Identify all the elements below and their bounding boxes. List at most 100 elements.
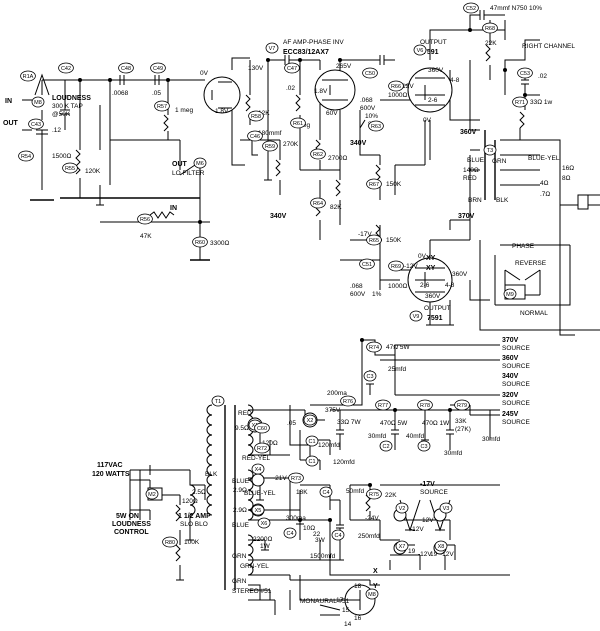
ref-circle xyxy=(366,341,382,353)
component-label: 40mfd xyxy=(406,433,424,440)
component-label: CONTROL xyxy=(114,529,149,536)
ref-circle xyxy=(395,502,409,514)
ref-designator: R77 xyxy=(375,399,391,411)
ref-designator: C46 xyxy=(247,130,263,142)
ref-circle xyxy=(409,310,423,322)
component-label: 1500Ω xyxy=(52,153,71,160)
component-label: BLUE xyxy=(467,157,485,164)
ref-circle xyxy=(211,395,225,407)
ref-circle xyxy=(359,258,375,270)
component-label: 4-8 xyxy=(445,282,455,289)
ref-circle xyxy=(251,504,265,516)
component-label: 22 xyxy=(313,531,321,538)
ref-circle xyxy=(366,488,382,500)
ref-designator: C1 xyxy=(305,455,319,467)
component-label: 2.5Ω xyxy=(192,489,206,496)
ref-circle xyxy=(340,395,356,407)
ref-circle xyxy=(417,399,433,411)
component-label: REVERSE xyxy=(515,260,547,267)
component-label: 120K xyxy=(85,168,101,175)
ref-text: R78 xyxy=(420,403,430,409)
component-label: 8Ω xyxy=(562,175,571,182)
component-label: .05 xyxy=(287,420,296,427)
component-label: IN xyxy=(170,205,177,212)
component-label: (27K) xyxy=(455,426,471,433)
component-label: 4-8 xyxy=(450,77,460,84)
ref-circle xyxy=(395,540,409,552)
component-label: 0V xyxy=(200,70,209,77)
ref-circle xyxy=(463,2,479,14)
ref-text: T1 xyxy=(215,399,221,405)
component-label: .0068 xyxy=(112,90,129,97)
ref-designator: R67 xyxy=(366,178,382,190)
ref-text: C3 xyxy=(366,374,373,380)
ref-text: R60 xyxy=(195,240,205,246)
component-label: 30mfd xyxy=(482,436,500,443)
ref-designator: T1 xyxy=(211,395,225,407)
ref-designator: R76 xyxy=(340,395,356,407)
component-label: 1 meg xyxy=(175,107,193,114)
component-label: 300 K TAP xyxy=(52,103,83,110)
ref-circle xyxy=(154,100,170,112)
ref-designator: R60 xyxy=(192,236,208,248)
ref-designator: R79 xyxy=(454,399,470,411)
component-label: 0V xyxy=(423,117,432,124)
component-label: -17V xyxy=(420,481,435,488)
component-label: 245V xyxy=(502,411,519,418)
ref-designator: M8 xyxy=(31,96,45,108)
ref-text: R67 xyxy=(369,182,379,188)
component-label: 22K xyxy=(385,492,397,499)
component-label: BLUE-YEL xyxy=(244,490,276,497)
ref-designator: C3 xyxy=(417,440,431,452)
component-label: 14 xyxy=(344,621,352,628)
ref-text: C52 xyxy=(466,6,476,12)
component-label: 18K xyxy=(296,489,308,496)
ref-text: C4 xyxy=(322,490,329,496)
ref-circle xyxy=(58,62,74,74)
component-label: 470Ω 5W xyxy=(380,420,408,427)
ref-designator: V6 xyxy=(413,44,427,56)
component-label: 1.8V xyxy=(314,88,328,95)
ref-circle xyxy=(247,130,263,142)
ref-circle xyxy=(254,422,270,434)
ref-circle xyxy=(310,197,326,209)
component-label: 340V xyxy=(350,140,367,147)
ref-circle xyxy=(20,70,36,82)
component-label: RED xyxy=(463,175,477,182)
component-label: 33Ω 7W xyxy=(337,419,362,426)
component-label: 470Ω 1W xyxy=(422,420,450,427)
ref-designator: R75 xyxy=(366,488,382,500)
component-label: .7Ω xyxy=(540,191,550,198)
ref-circle xyxy=(62,162,78,174)
component-label: 120Ω xyxy=(262,440,278,447)
component-label: 30mfd xyxy=(368,433,386,440)
component-label: 3W xyxy=(315,537,326,544)
component-label: 270K xyxy=(283,141,299,148)
component-label: PHASE xyxy=(512,243,535,250)
ref-circle xyxy=(503,288,517,300)
ref-text: M2 xyxy=(148,492,156,498)
ref-designator: R62 xyxy=(310,148,326,160)
ref-text: R77 xyxy=(378,403,388,409)
ref-circle xyxy=(254,442,270,454)
ref-circle xyxy=(454,399,470,411)
component-label: .05 xyxy=(152,90,161,97)
ref-circle xyxy=(483,144,497,156)
ref-text: C53 xyxy=(520,71,530,77)
ref-designator: R55 xyxy=(62,162,78,174)
component-label: LOUDNESS xyxy=(112,521,151,528)
ref-designator: C48 xyxy=(118,62,134,74)
component-label: 7591 xyxy=(423,49,439,56)
component-label: 2200Ω xyxy=(253,536,272,543)
ref-circle xyxy=(417,440,431,452)
ref-text: C2 xyxy=(382,444,389,450)
ref-circle xyxy=(290,117,306,129)
ref-designator: M8 xyxy=(365,588,379,600)
ref-text: R69 xyxy=(391,264,401,270)
ref-text: R61 xyxy=(293,121,303,127)
ref-designator: X2 xyxy=(303,414,317,426)
component-label: OUT xyxy=(172,161,188,168)
component-label: -12V xyxy=(410,526,424,533)
component-label: 47mmf N750 10% xyxy=(490,5,542,12)
